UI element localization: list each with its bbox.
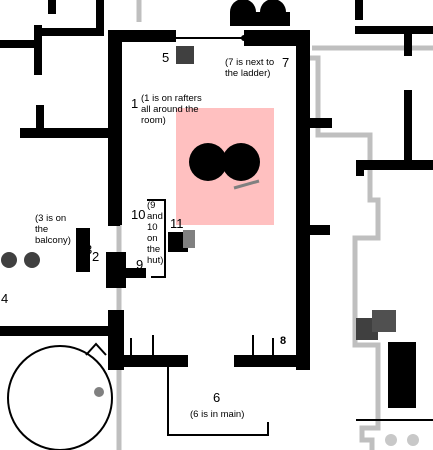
right-upper-wall-3 <box>404 30 412 56</box>
left-mid-bar <box>20 128 110 138</box>
left-lower-wall <box>108 310 124 370</box>
main-room-outline <box>167 367 269 436</box>
note-3-line-1: (3 is on <box>35 213 67 224</box>
marker-label-9: 9 <box>136 257 144 272</box>
marker-label-7: 7 <box>282 55 290 70</box>
main-left-wall <box>108 30 122 225</box>
marker-label-1: 1 <box>131 96 139 111</box>
upper-left-wall-5 <box>96 0 104 36</box>
note-9-10-line-1: (9 <box>147 200 156 211</box>
right-mid-wall <box>356 160 433 170</box>
note-1: (1 is on rafters all around the room) <box>141 93 202 127</box>
note-7-line-2: the ladder) <box>225 67 271 79</box>
note-1-line-3: room) <box>141 114 166 126</box>
marker-label-6: 6 <box>213 390 221 405</box>
marker-label-5: 5 <box>162 50 170 65</box>
marker-label-10: 10 <box>131 207 146 222</box>
note-3: (3 is on the balcony) <box>35 213 71 247</box>
marker-label-3: 3 <box>85 242 93 257</box>
note-7: (7 is next to the ladder) <box>225 57 275 80</box>
upper-left-wall-4 <box>48 0 56 14</box>
left-mid-wall <box>36 105 44 135</box>
thin-lines <box>130 199 433 436</box>
right-side-stub-2 <box>296 225 330 235</box>
note-7-line-1: (7 is next to <box>225 57 275 68</box>
right-mid-wall-3 <box>356 164 364 176</box>
right-mid-wall-2 <box>404 90 412 166</box>
main-top-wall-right <box>244 30 308 46</box>
top-circles <box>230 0 290 26</box>
big-circle-roof <box>85 342 107 356</box>
top-circle-base <box>230 12 290 26</box>
note-9-10: (9 and 10 on the hut) <box>147 200 164 267</box>
upper-left-wall-2 <box>34 25 42 75</box>
big-circle <box>7 345 113 450</box>
note-3-line-2: the <box>35 223 49 235</box>
balcony-post <box>76 228 90 272</box>
note-6: (6 is in main) <box>190 409 245 420</box>
crate-right-mid <box>372 310 396 332</box>
bottom-left-wall <box>0 326 108 336</box>
light-dot-1 <box>385 434 397 446</box>
right-upper-wall-2 <box>355 26 433 34</box>
marker-label-11: 11 <box>170 216 184 231</box>
center-circle-right <box>222 143 260 181</box>
note-9-10-line-2: and <box>147 210 163 222</box>
note-9-10-line-5: the <box>147 243 161 255</box>
left-inner-stub <box>108 200 120 226</box>
right-side-stub-1 <box>296 118 332 128</box>
balcony-circle-right <box>24 252 40 268</box>
outer-path-lines <box>116 0 433 450</box>
main-right-wall <box>296 30 310 370</box>
walls <box>0 0 433 408</box>
balcony-circle-left <box>1 252 17 268</box>
right-grey-path <box>298 55 381 450</box>
ladder-end <box>241 35 247 41</box>
right-upper-wall-1 <box>355 0 363 20</box>
note-9-10-line-3: 10 <box>147 221 158 233</box>
note-9-10-line-4: on <box>147 232 158 244</box>
note-3-line-3: balcony) <box>35 234 71 246</box>
crate-11-mid <box>183 230 195 248</box>
note-1-line-1: (1 is on rafters <box>141 93 202 104</box>
main-bottom-wall-right <box>234 355 310 367</box>
note-1-line-2: all around the <box>141 103 199 115</box>
note-9-10-line-6: hut) <box>147 254 164 266</box>
hut-bar <box>106 268 146 278</box>
upper-left-wall-3 <box>34 28 98 36</box>
big-circle-dot <box>94 387 104 397</box>
light-dot-2 <box>407 434 419 446</box>
center-circle-left <box>189 143 227 181</box>
marker-label-2: 2 <box>92 249 100 264</box>
right-tall-block <box>388 342 416 408</box>
upper-left-wall-1 <box>0 40 40 48</box>
center-stick <box>233 179 260 190</box>
crate-5 <box>176 46 194 64</box>
hut-bracket <box>147 199 166 278</box>
marker-label-8: 8 <box>280 335 287 347</box>
main-top-wall-left <box>108 30 176 42</box>
main-bottom-wall-left <box>108 355 188 367</box>
marker-label-4: 4 <box>1 291 9 306</box>
